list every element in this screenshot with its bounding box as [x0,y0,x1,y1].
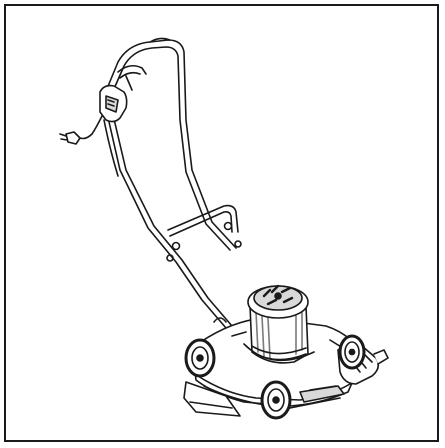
wheel-icon [184,317,366,420]
motor-icon [243,284,315,364]
handle-icon [103,37,242,329]
switch-box-icon [99,64,147,123]
power-cord-icon [59,115,119,177]
